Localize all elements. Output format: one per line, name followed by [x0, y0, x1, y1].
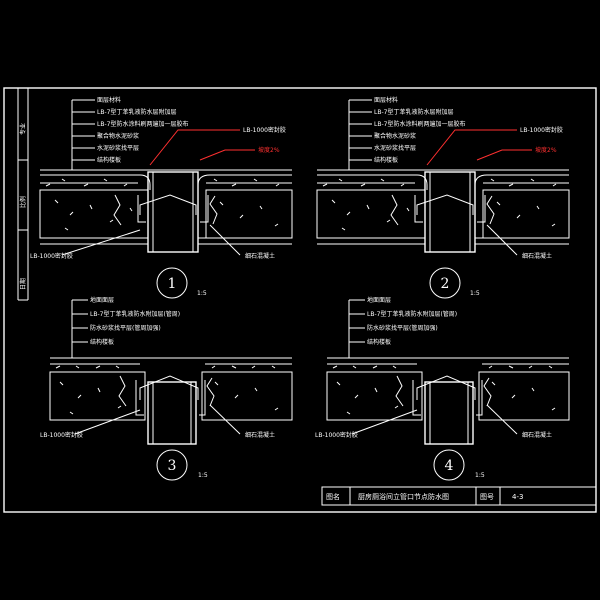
detail-1-layer-4: 聚合物水泥砂浆: [97, 132, 139, 140]
side-label-3: 日期: [19, 278, 27, 290]
title-block-title: 厨房厕浴间立管口节点防水图: [358, 492, 449, 501]
detail-3-bottom-left-label: LB-1000密封胶: [40, 431, 83, 439]
detail-3-section: [49, 357, 293, 445]
title-block-number: 4-3: [512, 493, 523, 501]
detail-4-layer-4: 结构楼板: [367, 338, 391, 346]
detail-2-marker: [429, 267, 461, 299]
detail-1-leaders: 面层材料 LB-7型丁苯乳液防水层附加层 LB-7型防水涂料刷两遍加一层胶布 聚…: [30, 96, 286, 260]
detail-2-layer-5: 水泥砂浆找平层: [374, 144, 416, 152]
detail-4-bottom-left-label: LB-1000密封胶: [315, 431, 358, 439]
detail-2-bottom-right-label: 细石混凝土: [522, 252, 552, 260]
detail-3: 地面面层 LB-7型丁苯乳液防水附加层(管周) 防水砂浆找平层(管周加强) 结构…: [40, 296, 293, 481]
detail-4-number: 4: [445, 458, 454, 474]
detail-3-number: 3: [168, 458, 177, 474]
detail-2-slope-label: 坡度2%: [535, 146, 557, 154]
detail-2-layer-3: LB-7型防水涂料刷两遍加一层胶布: [374, 120, 465, 128]
detail-2-layer-1: 面层材料: [374, 96, 398, 104]
detail-3-scale: 1:5: [198, 472, 208, 479]
detail-1-slope-label: 坡度2%: [258, 146, 280, 154]
detail-3-leaders: 地面面层 LB-7型丁苯乳液防水附加层(管周) 防水砂浆找平层(管周加强) 结构…: [40, 296, 275, 439]
detail-1-bottom-left-label: LB-1000密封胶: [30, 252, 73, 260]
detail-4: 地面面层 LB-7型丁苯乳液防水附加层(管周) 防水砂浆找平层(管周加强) 结构…: [315, 296, 570, 481]
detail-1-section: [39, 129, 293, 253]
detail-3-bottom-right-label: 细石混凝土: [245, 431, 275, 439]
detail-1-layer-6: 结构楼板: [97, 156, 121, 164]
detail-1-layer-2: LB-7型丁苯乳液防水层附加层: [97, 108, 176, 116]
side-label-2: 比例: [19, 196, 27, 208]
detail-2-scale: 1:5: [470, 290, 480, 297]
detail-1-bottom-right-label: 细石混凝土: [245, 252, 275, 260]
detail-2-layer-4: 聚合物水泥砂浆: [374, 132, 416, 140]
title-block: 图名 厨房厕浴间立管口节点防水图 图号 4-3: [321, 486, 597, 506]
detail-2: 面层材料 LB-7型丁苯乳液防水层附加层 LB-7型防水涂料刷两遍加一层胶布 聚…: [316, 96, 570, 299]
detail-1-layer-1: 面层材料: [97, 96, 121, 104]
detail-1-marker: [156, 267, 188, 299]
detail-1-right-label: LB-1000密封胶: [243, 126, 286, 134]
detail-3-layer-2: LB-7型丁苯乳液防水附加层(管周): [90, 310, 180, 318]
detail-4-bottom-right-label: 细石混凝土: [522, 431, 552, 439]
detail-2-leaders: 面层材料 LB-7型丁苯乳液防水层附加层 LB-7型防水涂料刷两遍加一层胶布 聚…: [348, 96, 563, 260]
detail-3-layer-3: 防水砂浆找平层(管周加强): [90, 324, 161, 332]
detail-2-number: 2: [441, 276, 450, 292]
side-strip: 专业 比例 日期: [17, 88, 29, 301]
detail-2-section: [316, 129, 570, 253]
detail-4-layer-3: 防水砂浆找平层(管周加强): [367, 324, 438, 332]
detail-3-layer-4: 结构楼板: [90, 338, 114, 346]
detail-4-scale: 1:5: [475, 472, 485, 479]
detail-4-layer-1: 地面面层: [367, 296, 391, 304]
detail-1-layer-5: 水泥砂浆找平层: [97, 144, 139, 152]
detail-1-scale: 1:5: [197, 290, 207, 297]
detail-2-layer-2: LB-7型丁苯乳液防水层附加层: [374, 108, 453, 116]
detail-4-section: [326, 357, 570, 445]
detail-1-number: 1: [168, 276, 177, 292]
detail-2-layer-6: 结构楼板: [374, 156, 398, 164]
sheet-border: [3, 87, 597, 513]
detail-3-layer-1: 地面面层: [90, 296, 114, 304]
detail-4-layer-2: LB-7型丁苯乳液防水附加层(管周): [367, 310, 457, 318]
detail-3-marker: [156, 449, 188, 481]
detail-4-leaders: 地面面层 LB-7型丁苯乳液防水附加层(管周) 防水砂浆找平层(管周加强) 结构…: [315, 296, 552, 439]
title-block-label-title: 图名: [326, 492, 340, 501]
detail-4-marker: [433, 449, 465, 481]
side-label-1: 专业: [19, 123, 27, 135]
detail-1: 面层材料 LB-7型丁苯乳液防水层附加层 LB-7型防水涂料刷两遍加一层胶布 聚…: [30, 96, 293, 299]
detail-1-layer-3: LB-7型防水涂料刷两遍加一层胶布: [97, 120, 188, 128]
detail-2-right-label: LB-1000密封胶: [520, 126, 563, 134]
title-block-label-number: 图号: [480, 493, 494, 501]
